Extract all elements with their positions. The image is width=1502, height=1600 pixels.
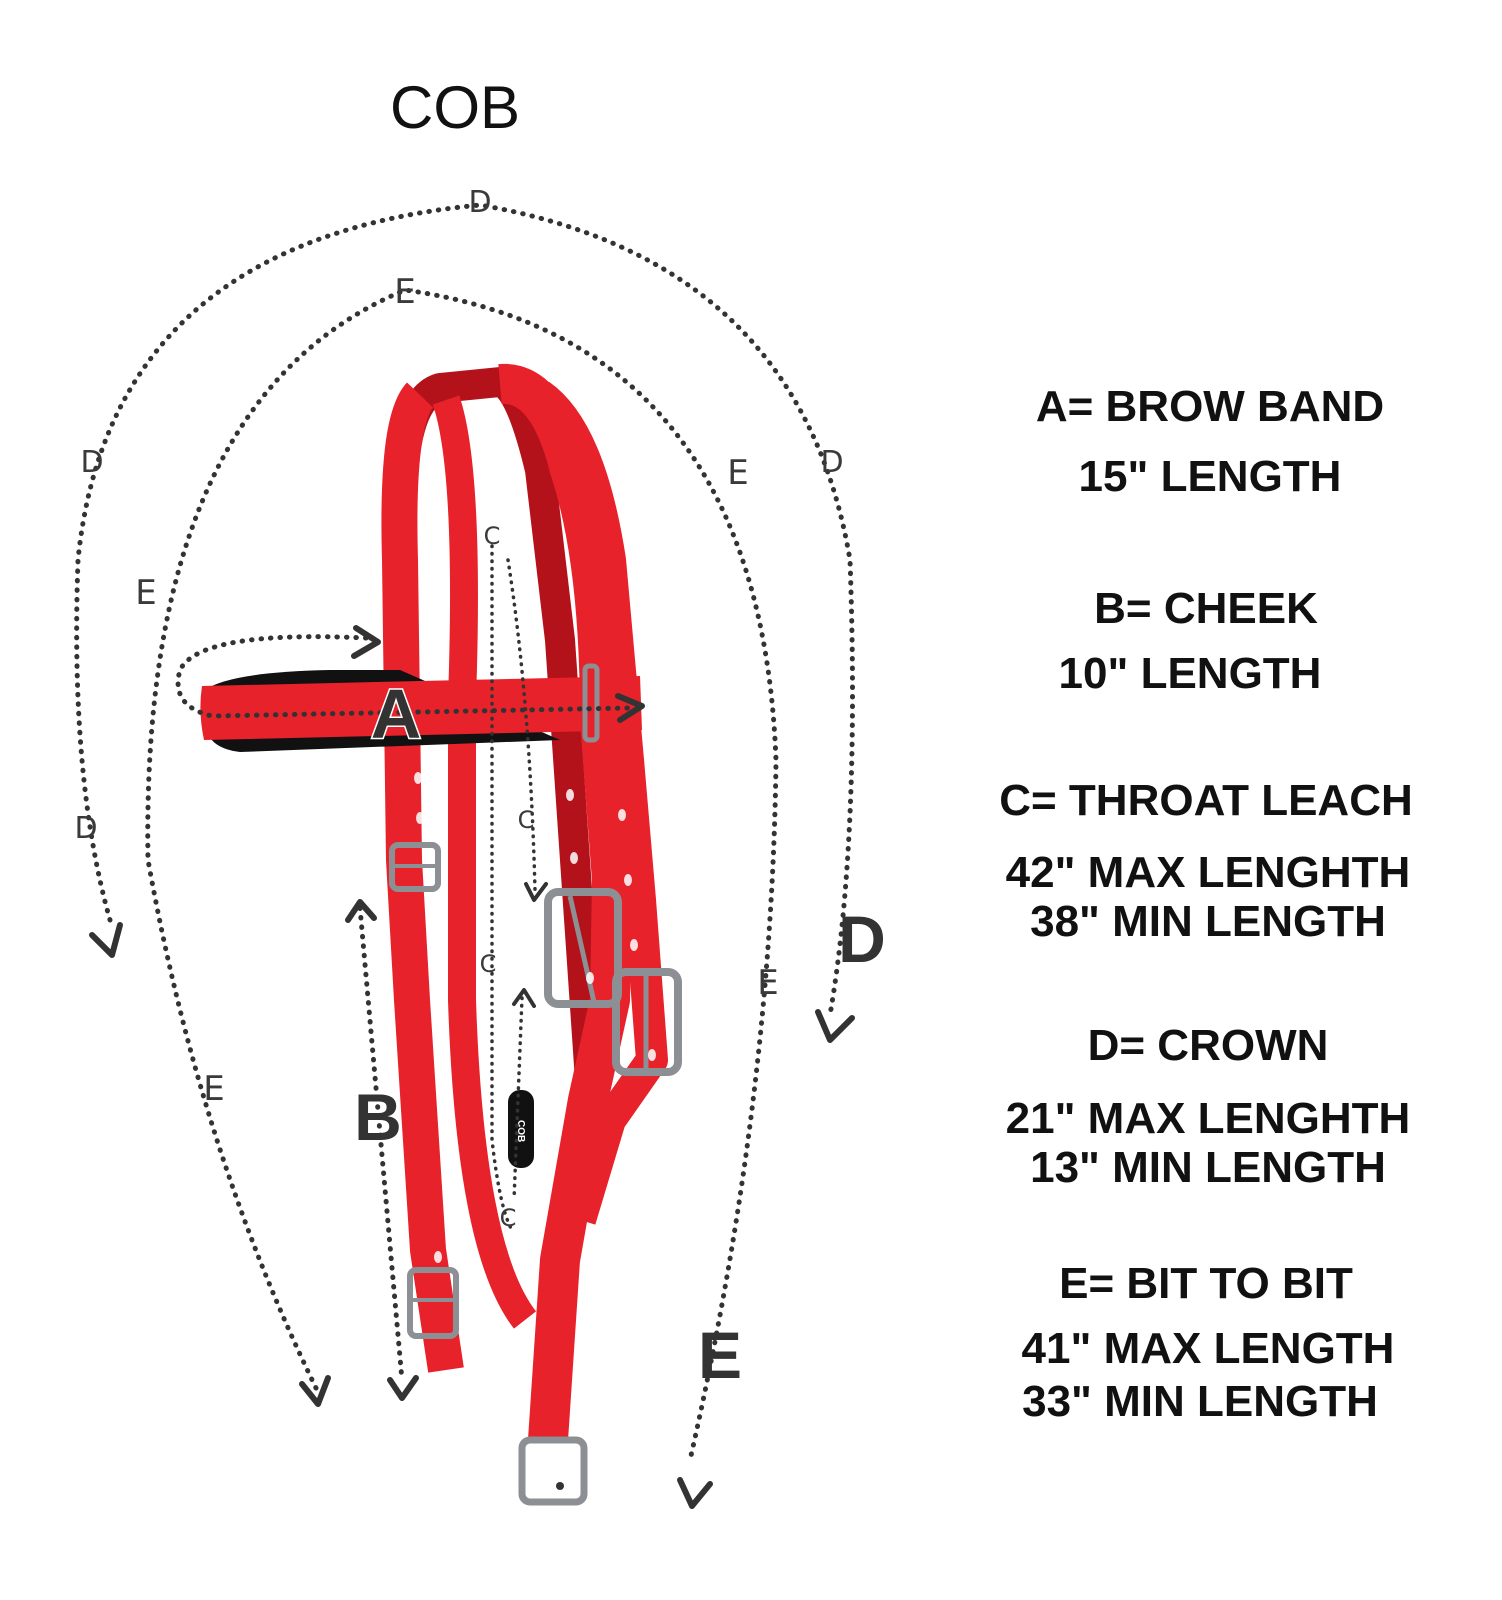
spec-cheek-length: 10" LENGTH	[1059, 649, 1322, 698]
strap-holes	[414, 772, 656, 1263]
spec-throat-latch-max: 42" MAX LENGHTH	[1006, 848, 1411, 897]
spec-brow-band-heading: A= BROW BAND	[1036, 382, 1384, 431]
brow-band-arrowhead-end	[615, 693, 645, 723]
spec-throat-latch-heading: C= THROAT LEACH	[999, 776, 1413, 825]
cheek-arrowhead-top	[345, 899, 377, 923]
throat-arrowhead-2	[512, 988, 536, 1008]
brow-band-measure-loop	[175, 634, 631, 719]
crown-measure-arc	[74, 202, 855, 1018]
label-e-left-lower: E	[203, 1069, 224, 1109]
label-c-mid-left: C	[480, 950, 497, 978]
size-tag-label: COB	[515, 1120, 526, 1142]
spec-crown-max: 21" MAX LENGHTH	[1006, 1094, 1411, 1143]
arrowheads	[89, 625, 855, 1509]
diagram-title: COB	[390, 74, 520, 141]
brow-band-strap	[200, 676, 642, 740]
throat-buckle-main	[544, 888, 622, 1008]
spec-throat-latch-min: 38" MIN LENGTH	[1030, 897, 1386, 946]
measurement-lines	[74, 202, 855, 1463]
cheek-arrowhead-bottom	[387, 1375, 419, 1401]
label-c-mid-right: C	[518, 806, 535, 834]
crown-left-arrowhead	[89, 922, 123, 958]
label-e-top: E	[394, 272, 415, 312]
label-e-large: E	[698, 1318, 742, 1392]
bit-to-bit-measure-arc	[145, 287, 779, 1463]
label-a-large: A	[371, 675, 422, 753]
throat-latch-loop	[432, 395, 537, 1329]
label-e-right-upper: E	[727, 453, 748, 493]
measurement-letters: D D D D E E E E E C C C C A B D E	[74, 185, 885, 1392]
bridle-illustration: COB	[200, 363, 682, 1506]
label-d-top: D	[468, 185, 491, 220]
spec-bit-to-bit-min: 33" MIN LENGTH	[1022, 1377, 1378, 1426]
spec-crown-heading: D= CROWN	[1088, 1021, 1329, 1070]
spec-bit-to-bit-heading: E= BIT TO BIT	[1059, 1259, 1353, 1308]
brow-band-keeper	[582, 663, 600, 743]
throat-latch-measure-line-1	[490, 544, 514, 1232]
bit-buckle-right	[518, 1436, 588, 1506]
size-specifications: A= BROW BAND 15" LENGTH B= CHEEK 10" LEN…	[999, 382, 1413, 1426]
label-e-left-upper: E	[135, 573, 156, 613]
bit-buckle-left	[407, 1267, 459, 1339]
crown-buckle-right	[612, 968, 682, 1076]
crown-piece-strap	[530, 381, 668, 1225]
throat-arrowhead-1	[524, 882, 548, 902]
brow-band-arrowhead-top	[351, 625, 381, 659]
label-d-large: D	[838, 902, 886, 976]
label-c-top: C	[484, 522, 501, 550]
crown-right-arrowhead	[815, 1009, 855, 1043]
left-cheek-strap	[381, 382, 464, 1373]
spec-cheek-heading: B= CHEEK	[1094, 584, 1318, 633]
label-c-bottom: C	[500, 1204, 517, 1232]
label-e-right-lower: E	[757, 963, 778, 1003]
spec-brow-band-length: 15" LENGTH	[1079, 452, 1342, 501]
bit-left-arrowhead	[299, 1375, 331, 1407]
cheek-measure-line	[357, 905, 405, 1383]
throat-latch-measure-line-2	[506, 558, 537, 892]
spec-crown-min: 13" MIN LENGTH	[1030, 1143, 1386, 1192]
label-d-left-upper: D	[80, 445, 103, 480]
brow-band	[200, 663, 642, 752]
cheek-buckle-left	[389, 842, 441, 892]
label-d-right-upper: D	[820, 445, 843, 480]
label-d-left-lower: D	[74, 811, 97, 846]
label-b-large: B	[354, 1080, 402, 1154]
spec-bit-to-bit-max: 41" MAX LENGTH	[1022, 1324, 1395, 1373]
bit-right-arrowhead	[677, 1477, 713, 1509]
